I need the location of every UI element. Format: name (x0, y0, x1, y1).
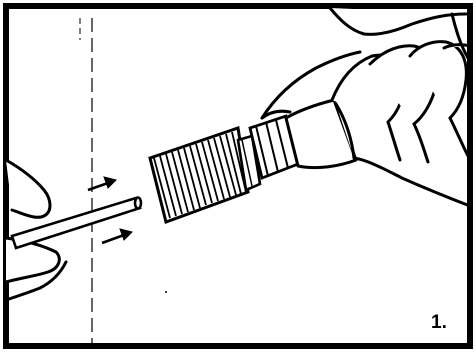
speck (101, 3, 103, 5)
arrow-upper (88, 183, 108, 190)
step-number-label: 1. (431, 312, 447, 334)
arrow-lower (102, 235, 124, 243)
speck (165, 291, 167, 293)
bottle-body (286, 100, 356, 168)
right-hand (262, 8, 470, 206)
knurled-connector (150, 116, 298, 222)
